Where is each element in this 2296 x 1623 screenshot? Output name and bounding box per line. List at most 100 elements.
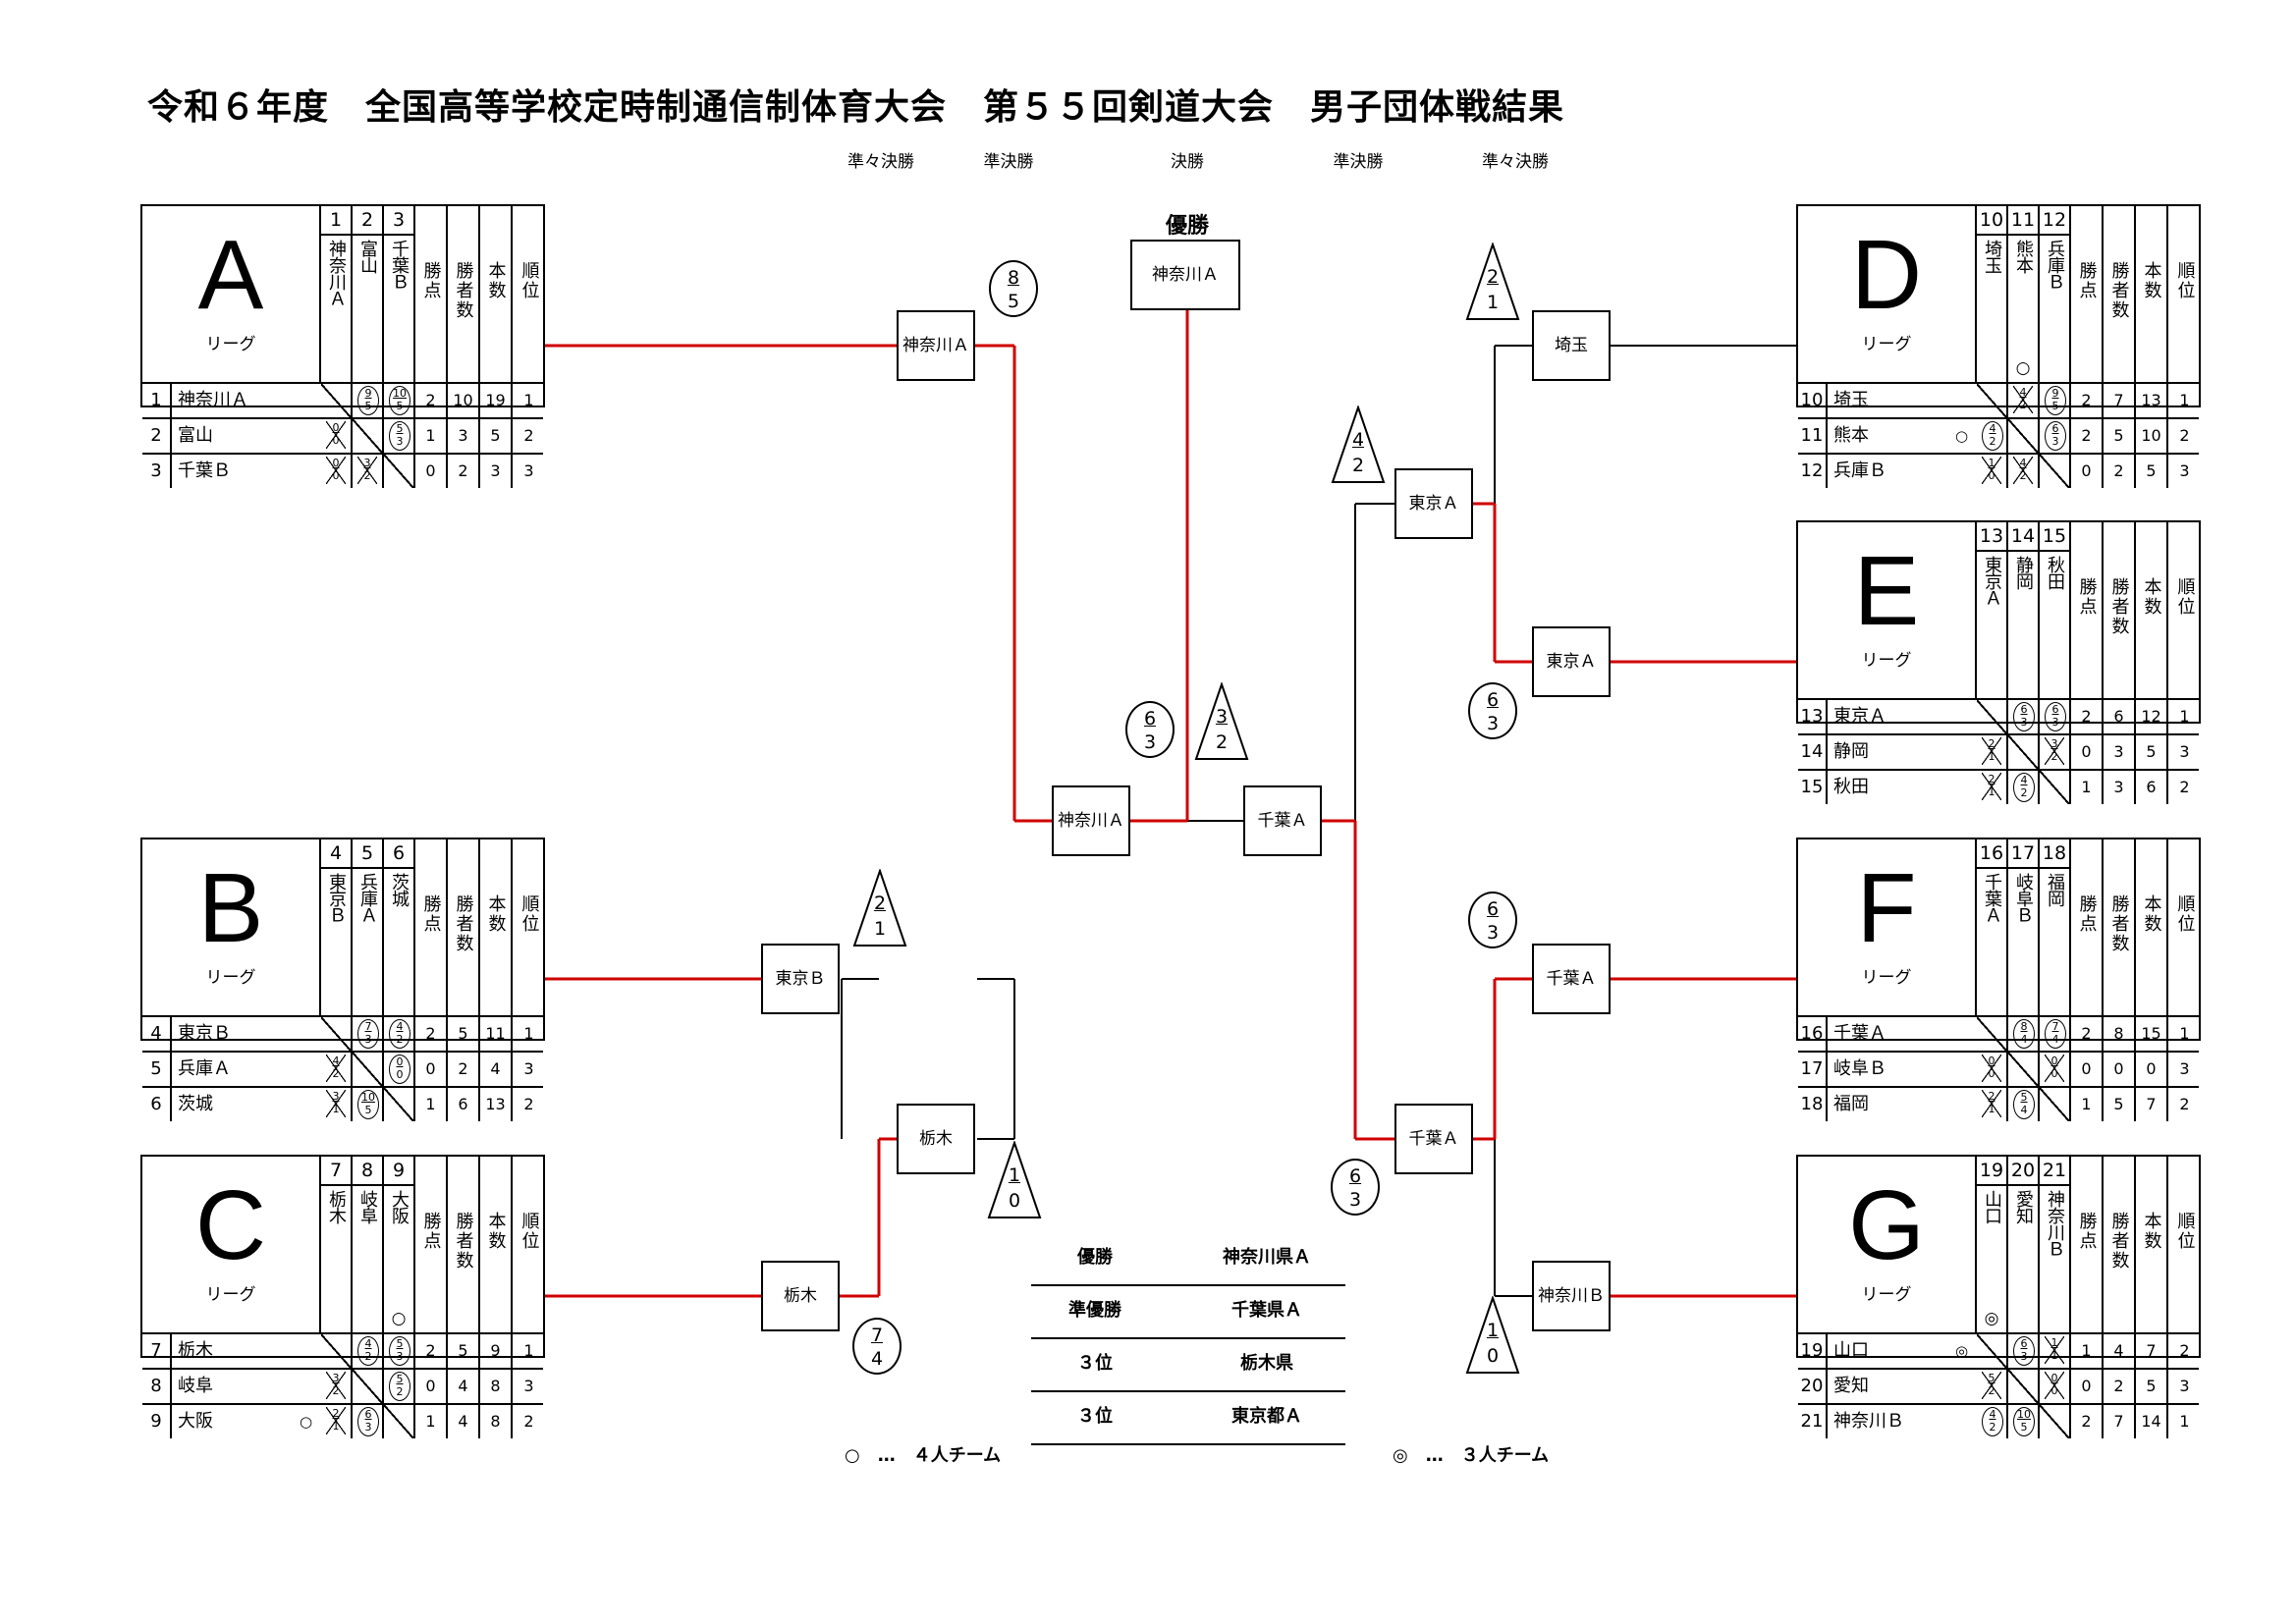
score-winners: 4 bbox=[332, 1055, 340, 1067]
stat-rank: 3 bbox=[2179, 461, 2190, 480]
stat-header-ippon: 本数 bbox=[2136, 522, 2168, 698]
standing-row: ３位東京都Ａ bbox=[1031, 1390, 1345, 1445]
league-suffix: リーグ bbox=[205, 335, 256, 354]
score-winners: 3 bbox=[363, 457, 371, 469]
round-label-final: 決勝 bbox=[1171, 152, 1204, 172]
stat-winners: 5 bbox=[448, 1017, 480, 1051]
stat-points: 0 bbox=[2071, 1370, 2104, 1403]
stat-points: 2 bbox=[2071, 1017, 2104, 1051]
self-match-cell bbox=[384, 1088, 415, 1121]
score-winners: 0 bbox=[2050, 1055, 2058, 1067]
stat-header-label: 勝者数 bbox=[2108, 577, 2130, 636]
league-letter: E bbox=[1853, 536, 1920, 646]
team-number: 4 bbox=[321, 839, 351, 869]
score-winners: 0 bbox=[2050, 1372, 2058, 1384]
league-suffix: リーグ bbox=[205, 1285, 256, 1305]
score-ippon: 1 bbox=[332, 1103, 340, 1115]
league-suffix: リーグ bbox=[205, 968, 256, 988]
standing-row: 優勝神奈川県Ａ bbox=[1031, 1231, 1345, 1286]
score-ippon: 2 bbox=[2050, 750, 2058, 763]
stat-ippon: 14 bbox=[2136, 1405, 2168, 1438]
stat-points: 0 bbox=[2071, 735, 2104, 769]
row-number: 17 bbox=[1798, 1053, 1828, 1086]
stat-ippon: 5 bbox=[480, 419, 513, 453]
score-ippon: 2 bbox=[332, 1384, 340, 1397]
score-winners: 4 bbox=[396, 1020, 404, 1033]
round-label-qf-right: 準々決勝 bbox=[1482, 152, 1549, 172]
league-letter: G bbox=[1848, 1170, 1925, 1280]
row-number: 9 bbox=[142, 1405, 172, 1438]
self-match-cell bbox=[2008, 1053, 2040, 1086]
team-number: 5 bbox=[353, 839, 382, 869]
stat-header-label: 本数 bbox=[485, 894, 507, 934]
stat-header-label: 順位 bbox=[519, 1212, 540, 1251]
team-number: 16 bbox=[1977, 839, 2006, 869]
score-ippon: 0 bbox=[1988, 469, 1995, 482]
score-winners: 2 bbox=[1988, 773, 1995, 785]
stat-header-ippon: 本数 bbox=[2136, 206, 2168, 382]
stat-winners: 7 bbox=[2104, 1405, 2136, 1438]
stat-rank: 2 bbox=[2179, 778, 2190, 796]
stat-points: 0 bbox=[415, 1370, 448, 1403]
team-column-name: 山口 bbox=[1982, 1190, 2002, 1223]
stat-points: 1 bbox=[2071, 1334, 2104, 1368]
league-letter: B bbox=[197, 853, 264, 963]
row-team-size-mark: ○ bbox=[1955, 427, 1969, 445]
row-team-name: 兵庫Ｂ bbox=[1833, 460, 1886, 481]
self-match-cell bbox=[2040, 1405, 2071, 1438]
stat-header-winners: 勝者数 bbox=[448, 839, 480, 1015]
stat-header-label: 順位 bbox=[519, 261, 540, 300]
league-suffix: リーグ bbox=[1861, 651, 1912, 671]
stat-header-winners: 勝者数 bbox=[2104, 1157, 2136, 1332]
league-suffix: リーグ bbox=[1861, 1285, 1912, 1305]
score-ippon: 1 bbox=[332, 1420, 340, 1433]
team-column-name: 神奈川Ａ bbox=[326, 240, 347, 306]
standing-team: 東京都Ａ bbox=[1231, 1406, 1302, 1427]
team-column-name: 福岡 bbox=[2045, 873, 2065, 906]
score-winners: 6 bbox=[2051, 422, 2059, 435]
score-winners: 4 bbox=[364, 1337, 372, 1350]
stat-ippon: 13 bbox=[2136, 384, 2168, 417]
stat-winners: 2 bbox=[2104, 1370, 2136, 1403]
team-column-name: 栃木 bbox=[326, 1190, 347, 1223]
stat-ippon: 13 bbox=[480, 1088, 513, 1121]
stat-rank: 1 bbox=[523, 1341, 534, 1360]
score-winners: 4 bbox=[1989, 1408, 1996, 1421]
score-ippon: 3 bbox=[2020, 716, 2028, 729]
standing-rank: 優勝 bbox=[1077, 1247, 1113, 1268]
round-label-sf-right: 準決勝 bbox=[1333, 152, 1384, 172]
score-ippon: 5 bbox=[2051, 400, 2059, 412]
score-winners: 2 bbox=[332, 1407, 340, 1420]
